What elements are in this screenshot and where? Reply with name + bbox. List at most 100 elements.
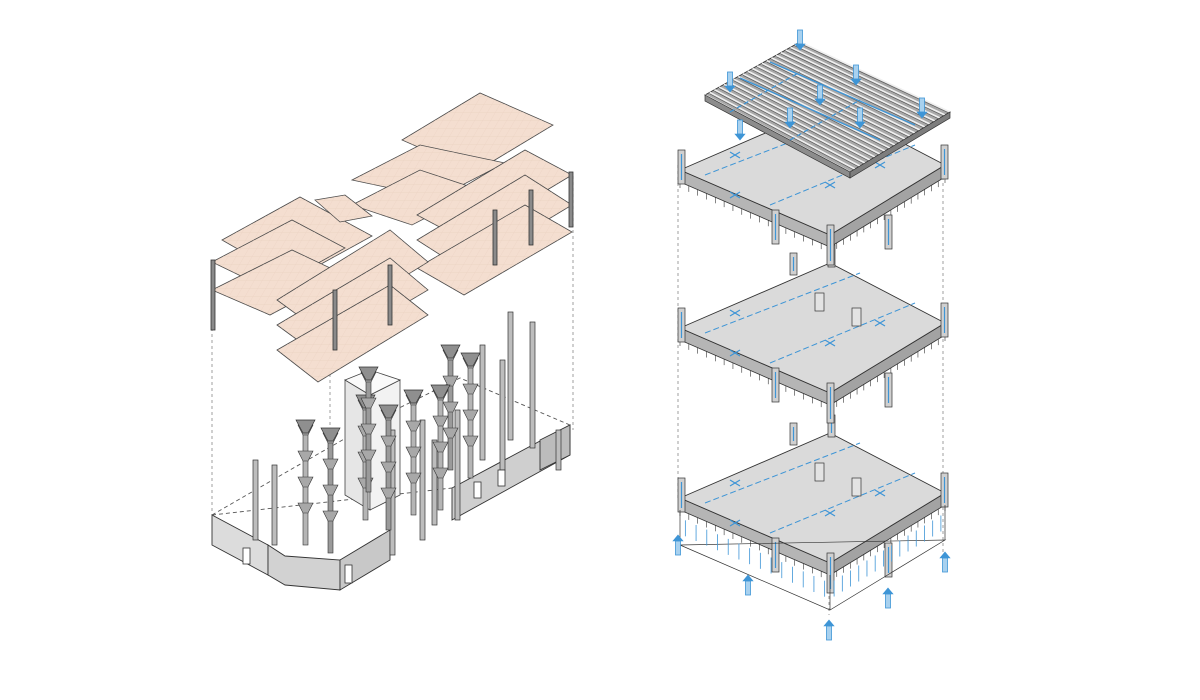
span-marker [729, 349, 741, 357]
tree-branch [322, 484, 339, 496]
tree-branch [360, 397, 377, 409]
roof-beam [780, 51, 931, 125]
arrow-head [854, 121, 866, 129]
floor-plate-grid [315, 195, 372, 222]
arrow-head [784, 121, 796, 129]
reaction-arrow-up [939, 551, 951, 573]
slender-column [252, 459, 259, 541]
load-path-line [769, 472, 916, 534]
tree-capital [460, 352, 481, 367]
roof-beam-shadow [723, 85, 871, 162]
span-marker [729, 519, 741, 527]
tree-column [403, 389, 424, 516]
slender-column [499, 359, 506, 471]
arrow-head [823, 619, 835, 627]
tree-branch [297, 502, 314, 514]
slender-columns [252, 311, 562, 556]
roof-beam [747, 70, 896, 146]
tree-branch [405, 446, 422, 458]
door-openings [242, 469, 506, 584]
span-marker [874, 489, 886, 497]
arrow-head [724, 85, 736, 93]
roof-beam [756, 65, 906, 140]
span-marker [874, 319, 886, 327]
tree-branch [405, 420, 422, 432]
tree-branch [462, 409, 479, 421]
reaction-arrow-up [882, 587, 894, 609]
left-assembly [210, 92, 574, 591]
tree-branch [360, 423, 377, 435]
tree-branch [442, 427, 459, 439]
tree-branch [462, 383, 479, 395]
tree-column [430, 384, 451, 511]
load-arrows [672, 29, 951, 641]
tree-branch [405, 472, 422, 484]
arrow-shaft [675, 540, 681, 556]
roof-edge [849, 111, 951, 179]
tree-branch [432, 415, 449, 427]
upper-floor-plates [211, 92, 573, 383]
arrow-shaft [797, 29, 803, 45]
floor-plate-grid [212, 220, 345, 290]
span-marker [729, 479, 741, 487]
slender-column [507, 311, 514, 441]
tree-branch [442, 401, 459, 413]
slender-column [529, 321, 536, 449]
span-marker [874, 161, 886, 169]
roof-beam [737, 75, 886, 152]
roof-beam [742, 73, 891, 149]
wall-front-left [211, 514, 269, 576]
arrow-shaft [817, 84, 823, 100]
slender-column [479, 344, 486, 461]
roof-beam-shadow [757, 67, 906, 141]
tree-column [440, 344, 461, 471]
load-arrow-down [854, 107, 866, 129]
roof-beam-shadow [709, 93, 856, 171]
roof-beam-shadow [752, 69, 901, 144]
tree-branch [380, 461, 397, 473]
load-path-line [704, 272, 861, 334]
span-marker [824, 509, 836, 517]
tree-branch [322, 510, 339, 522]
roof-beam [723, 83, 871, 161]
tree-column [460, 352, 481, 479]
roof-beam [790, 46, 941, 119]
roof-beam [709, 91, 856, 170]
slab-top-surface [678, 432, 946, 564]
roof-beam [761, 62, 911, 137]
roof-beam [771, 57, 921, 131]
tree-columns [295, 344, 481, 554]
arrow-shaft [919, 97, 925, 113]
tree-capital [440, 344, 461, 359]
load-arrow-down [916, 97, 928, 119]
roof-beam-shadow [780, 53, 931, 126]
slender-column [454, 409, 461, 521]
tree-branch [462, 435, 479, 447]
roof-beam [766, 59, 916, 134]
arrow-head [939, 551, 951, 559]
tree-branch [297, 476, 314, 488]
roof-grid-slab [704, 41, 951, 179]
arrow-shaft [853, 64, 859, 80]
arrow-head [734, 133, 746, 141]
load-arrow-down [814, 84, 826, 106]
middle-slab [677, 244, 949, 424]
tree-branch [360, 449, 377, 461]
roof-beam-shadow [799, 43, 951, 114]
roof-load-line [789, 99, 861, 141]
span-marker [729, 191, 741, 199]
slender-column [419, 419, 426, 541]
arrow-shaft [857, 107, 863, 123]
roof-beam [733, 78, 881, 155]
tree-column [295, 419, 316, 546]
tree-branch [297, 450, 314, 462]
roof-beam-shadow [761, 64, 911, 138]
load-path-line [769, 144, 916, 206]
tree-branch [380, 435, 397, 447]
tree-column [378, 404, 399, 531]
roof-load-line [739, 77, 881, 141]
arrow-shaft [787, 107, 793, 123]
floor-plate-grid [352, 145, 505, 198]
